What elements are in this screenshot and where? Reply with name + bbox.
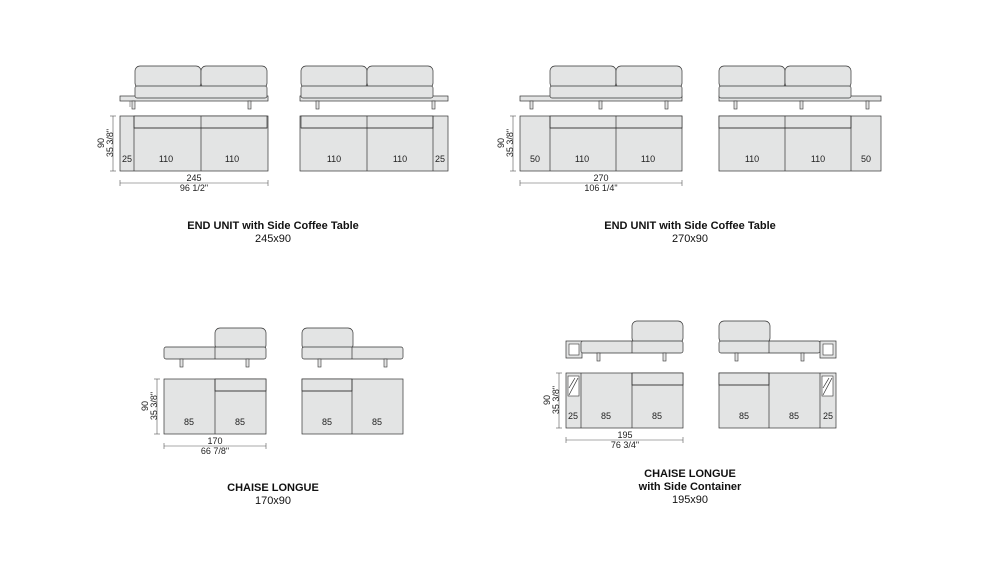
width-in-label: 66 7/8"	[201, 446, 229, 456]
elevation-left	[565, 320, 684, 362]
elevation-right	[718, 65, 882, 110]
plan-right: 85 85	[301, 378, 404, 435]
module-label: 85	[739, 411, 749, 421]
caption-end-245: END UNIT with Side Coffee Table 245x90	[123, 220, 423, 246]
width-cm-label: 270	[593, 173, 608, 183]
caption-chaise-170: CHAISE LONGUE 170x90	[123, 482, 423, 508]
module-label: 110	[393, 154, 407, 164]
plan-right: 110 110 50	[718, 115, 882, 172]
module-label: 110	[745, 154, 759, 164]
dimension-lines: 90 35 3/8" 270 106 1/4"	[496, 115, 683, 193]
plan-left: 85 85	[163, 378, 267, 435]
plan-left: 25 85 85	[565, 372, 684, 429]
caption-size: 270x90	[671, 233, 709, 245]
depth-cm-label: 90	[140, 401, 150, 411]
module-label: 85	[652, 411, 662, 421]
elevation-left	[163, 327, 267, 368]
plan-right: 110 110 25	[299, 115, 449, 172]
plan-left: 25 110 110	[119, 115, 269, 172]
module-label: 110	[159, 154, 173, 164]
elevation-right	[301, 327, 404, 368]
module-label: 25	[568, 411, 578, 421]
depth-in-label: 35 3/8"	[105, 129, 115, 157]
unit-end-245: 25 110 110 110 110 25 90 35 3/8" 245 96	[96, 65, 449, 193]
plan-right: 85 85 25	[718, 372, 837, 429]
plan-left: 50 110 110	[519, 115, 683, 172]
width-in-label: 76 3/4"	[611, 440, 639, 450]
elevation-left	[519, 65, 683, 110]
caption-end-270: END UNIT with Side Coffee Table 270x90	[540, 220, 840, 246]
depth-cm-label: 90	[96, 138, 106, 148]
elevation-right	[299, 65, 449, 110]
caption-title: END UNIT with Side Coffee Table	[187, 220, 359, 232]
module-label: 25	[122, 154, 132, 164]
module-label: 110	[225, 154, 239, 164]
dimension-lines: 90 35 3/8" 245 96 1/2"	[96, 115, 269, 193]
module-label: 50	[861, 154, 871, 164]
unit-end-270: 50 110 110 110 110 50 90 35 3/8" 270 106…	[496, 65, 882, 193]
module-label: 85	[322, 417, 332, 427]
caption-title-line2: with Side Container	[638, 481, 742, 493]
caption-title: END UNIT with Side Coffee Table	[604, 220, 776, 232]
module-label: 50	[530, 154, 540, 164]
depth-in-label: 35 3/8"	[551, 386, 561, 414]
caption-size: 170x90	[254, 495, 292, 507]
width-cm-label: 170	[207, 436, 222, 446]
unit-chaise-170: 85 85 85 85 90 35 3/8" 170 66 7/8"	[140, 327, 404, 456]
width-in-label: 106 1/4"	[584, 183, 617, 193]
depth-in-label: 35 3/8"	[149, 392, 159, 420]
unit-chaise-195: 25 85 85 85 85 25 90 35 3/8" 195	[542, 320, 837, 450]
width-cm-label: 245	[186, 173, 201, 183]
module-label: 25	[823, 411, 833, 421]
caption-title: CHAISE LONGUE	[644, 468, 736, 480]
dimension-lines: 90 35 3/8" 195 76 3/4"	[542, 372, 684, 450]
module-label: 110	[327, 154, 341, 164]
elevation-left	[119, 65, 269, 110]
caption-size: 195x90	[671, 494, 709, 506]
module-label: 110	[575, 154, 589, 164]
module-label: 110	[811, 154, 825, 164]
module-label: 85	[789, 411, 799, 421]
dimension-lines: 90 35 3/8" 170 66 7/8"	[140, 378, 267, 456]
elevation-right	[718, 320, 837, 362]
module-label: 25	[435, 154, 445, 164]
caption-chaise-195: CHAISE LONGUE with Side Container 195x90	[540, 468, 840, 507]
width-in-label: 96 1/2"	[180, 183, 208, 193]
width-cm-label: 195	[617, 430, 632, 440]
module-label: 85	[235, 417, 245, 427]
depth-cm-label: 90	[542, 395, 552, 405]
module-label: 85	[601, 411, 611, 421]
caption-title: CHAISE LONGUE	[227, 482, 319, 494]
module-label: 110	[641, 154, 655, 164]
module-label: 85	[184, 417, 194, 427]
depth-in-label: 35 3/8"	[505, 129, 515, 157]
depth-cm-label: 90	[496, 138, 506, 148]
module-label: 85	[372, 417, 382, 427]
caption-size: 245x90	[254, 233, 292, 245]
